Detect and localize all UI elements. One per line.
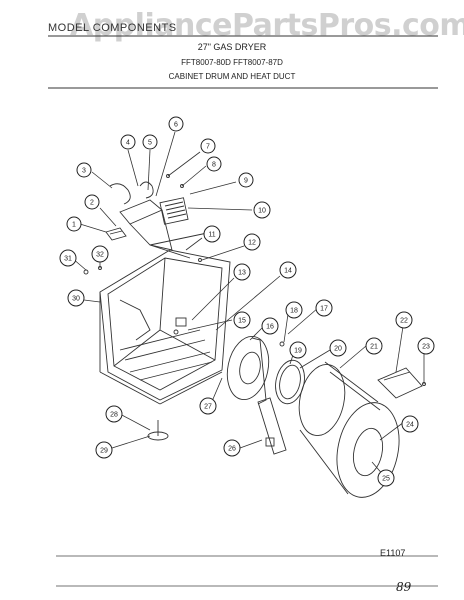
callout-10: 10 — [253, 201, 271, 219]
callout-5: 5 — [142, 134, 158, 150]
callout-number: 18 — [290, 308, 298, 315]
callout-21: 21 — [365, 337, 383, 355]
callout-32: 32 — [91, 245, 109, 263]
callout-18: 18 — [285, 301, 303, 319]
callout-27: 27 — [199, 397, 217, 415]
callout-24: 24 — [401, 415, 419, 433]
callout-11: 11 — [203, 225, 221, 243]
callout-number: 5 — [148, 140, 152, 147]
callout-number: 10 — [258, 208, 266, 215]
callout-13: 13 — [233, 263, 251, 281]
callout-6: 6 — [168, 116, 184, 132]
callout-12: 12 — [243, 233, 261, 251]
title-product: 27" GAS DRYER — [197, 42, 267, 52]
callout-30: 30 — [67, 289, 85, 307]
callout-number: 19 — [294, 348, 302, 355]
cabinet — [99, 249, 231, 405]
callout-number: 27 — [204, 404, 212, 411]
callout-28: 28 — [105, 405, 123, 423]
callout-number: 1 — [72, 222, 76, 229]
callout-number: 15 — [238, 318, 246, 325]
callout-31: 31 — [59, 249, 77, 267]
callout-number: 6 — [174, 122, 178, 129]
callout-number: 7 — [206, 144, 210, 151]
drum — [298, 361, 400, 498]
diagram-code: E1107 — [380, 548, 406, 558]
rear-seal — [275, 359, 305, 405]
callout-15: 15 — [233, 311, 251, 329]
callout-16: 16 — [261, 317, 279, 335]
callout-number: 32 — [96, 252, 104, 259]
callout-number: 17 — [320, 306, 328, 313]
callout-3: 3 — [76, 162, 92, 178]
callout-number: 29 — [100, 448, 108, 455]
callout-25: 25 — [377, 469, 395, 487]
drum-baffle — [377, 367, 423, 399]
callout-number: 25 — [382, 476, 390, 483]
callout-9: 9 — [238, 172, 254, 188]
callout-20: 20 — [329, 339, 347, 357]
title-models: FFT8007-80D FFT8007-87D — [181, 58, 283, 67]
title-section: CABINET DRUM AND HEAT DUCT — [168, 72, 296, 81]
callout-7: 7 — [200, 138, 216, 154]
callout-number: 14 — [284, 268, 292, 275]
callout-number: 26 — [228, 446, 236, 453]
callout-number: 28 — [110, 412, 118, 419]
callout-number: 22 — [400, 318, 408, 325]
callout-number: 3 — [82, 168, 86, 175]
callout-number: 11 — [208, 232, 215, 239]
callout-number: 9 — [244, 178, 248, 185]
callout-number: 30 — [72, 296, 80, 303]
callout-29: 29 — [95, 441, 113, 459]
callout-1: 1 — [66, 216, 82, 232]
callout-19: 19 — [289, 341, 307, 359]
callout-26: 26 — [223, 439, 241, 457]
top-assembly — [109, 181, 213, 259]
hinge-clip — [105, 227, 127, 241]
callout-22: 22 — [395, 311, 413, 329]
callout-number: 13 — [238, 270, 246, 277]
callout-2: 2 — [84, 194, 100, 210]
leveling-leg — [147, 420, 169, 441]
leader-lines — [71, 131, 425, 477]
callout-number: 12 — [248, 240, 256, 247]
callout-number: 31 — [64, 256, 72, 263]
callout-23: 23 — [417, 337, 435, 355]
callout-number: 20 — [334, 346, 342, 353]
rear-duct — [226, 335, 270, 405]
callout-number: 23 — [422, 344, 430, 351]
access-panel — [257, 397, 287, 455]
callout-17: 17 — [315, 299, 333, 317]
page-mark: 89 — [396, 580, 412, 594]
callout-number: 21 — [370, 344, 378, 351]
callout-8: 8 — [206, 156, 222, 172]
model-label: MODEL COMPONENTS — [48, 22, 177, 34]
callout-number: 24 — [406, 422, 414, 429]
callout-number: 4 — [126, 140, 130, 147]
callout-number: 16 — [266, 324, 274, 331]
callout-number: 2 — [90, 200, 94, 207]
callout-4: 4 — [120, 134, 136, 150]
callout-number: 8 — [212, 162, 216, 169]
callout-14: 14 — [279, 261, 297, 279]
watermark: AppliancePartsPros.com — [70, 8, 464, 43]
